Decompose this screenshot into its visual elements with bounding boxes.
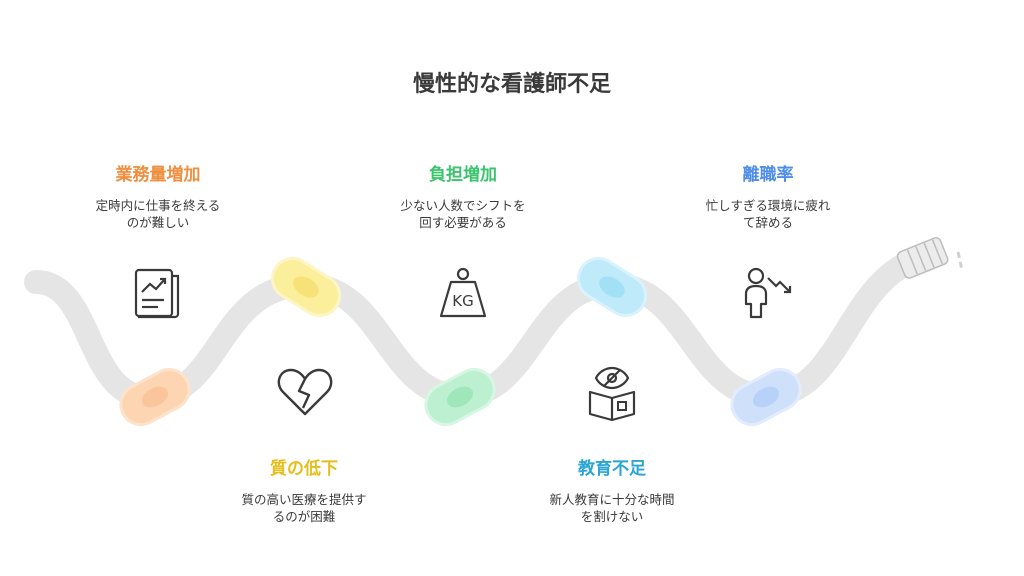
step-desc-line1: 定時内に仕事を終える <box>95 198 221 213</box>
diagram-title: 慢性的な看護師不足 <box>412 72 611 97</box>
step-desc-line2: を割けない <box>580 509 644 524</box>
person-leaving-icon <box>744 267 792 319</box>
step-desc-line1: 新人教育に十分な時間 <box>549 492 675 507</box>
step-heading: 離職率 <box>742 165 794 185</box>
step-desc-line1: 少ない人数でシフトを <box>400 198 526 213</box>
step-desc-line2: て辞める <box>742 215 793 230</box>
knot-orange <box>119 367 191 427</box>
step-heading: 質の低下 <box>270 459 338 479</box>
step-heading: 負担増加 <box>429 165 497 185</box>
step-education-shortage: 教育不足 新人教育に十分な時間 を割けない <box>512 454 712 525</box>
knot-cyan <box>576 257 648 317</box>
nozzle-spray <box>956 251 964 271</box>
step-desc-line1: 忙しすぎる環境に疲れ <box>705 198 831 213</box>
report-chart-icon <box>134 268 180 319</box>
kg-weight-icon: KG <box>439 267 487 318</box>
step-desc-line2: 回す必要がある <box>419 215 507 230</box>
step-heading: 業務量増加 <box>115 165 201 185</box>
book-eye-icon <box>588 366 636 422</box>
step-desc-line2: のが難しい <box>126 215 190 230</box>
weight-label: KG <box>452 292 473 310</box>
step-heading: 教育不足 <box>578 459 646 479</box>
step-desc-line2: るのが困難 <box>272 509 336 524</box>
step-quality-decline: 質の低下 質の高い医療を提供す るのが困難 <box>204 454 404 525</box>
knot-green <box>424 367 496 427</box>
step-burden-increase: 負担増加 少ない人数でシフトを 回す必要がある <box>363 160 563 231</box>
step-turnover-rate: 離職率 忙しすぎる環境に疲れ て辞める <box>668 160 868 231</box>
knot-yellow <box>270 257 342 317</box>
hose-nozzle <box>896 237 949 279</box>
step-workload-increase: 業務量増加 定時内に仕事を終える のが難しい <box>58 160 258 231</box>
knot-blue <box>730 367 802 427</box>
broken-heart-icon <box>277 368 333 416</box>
step-desc-line1: 質の高い医療を提供す <box>241 492 367 507</box>
